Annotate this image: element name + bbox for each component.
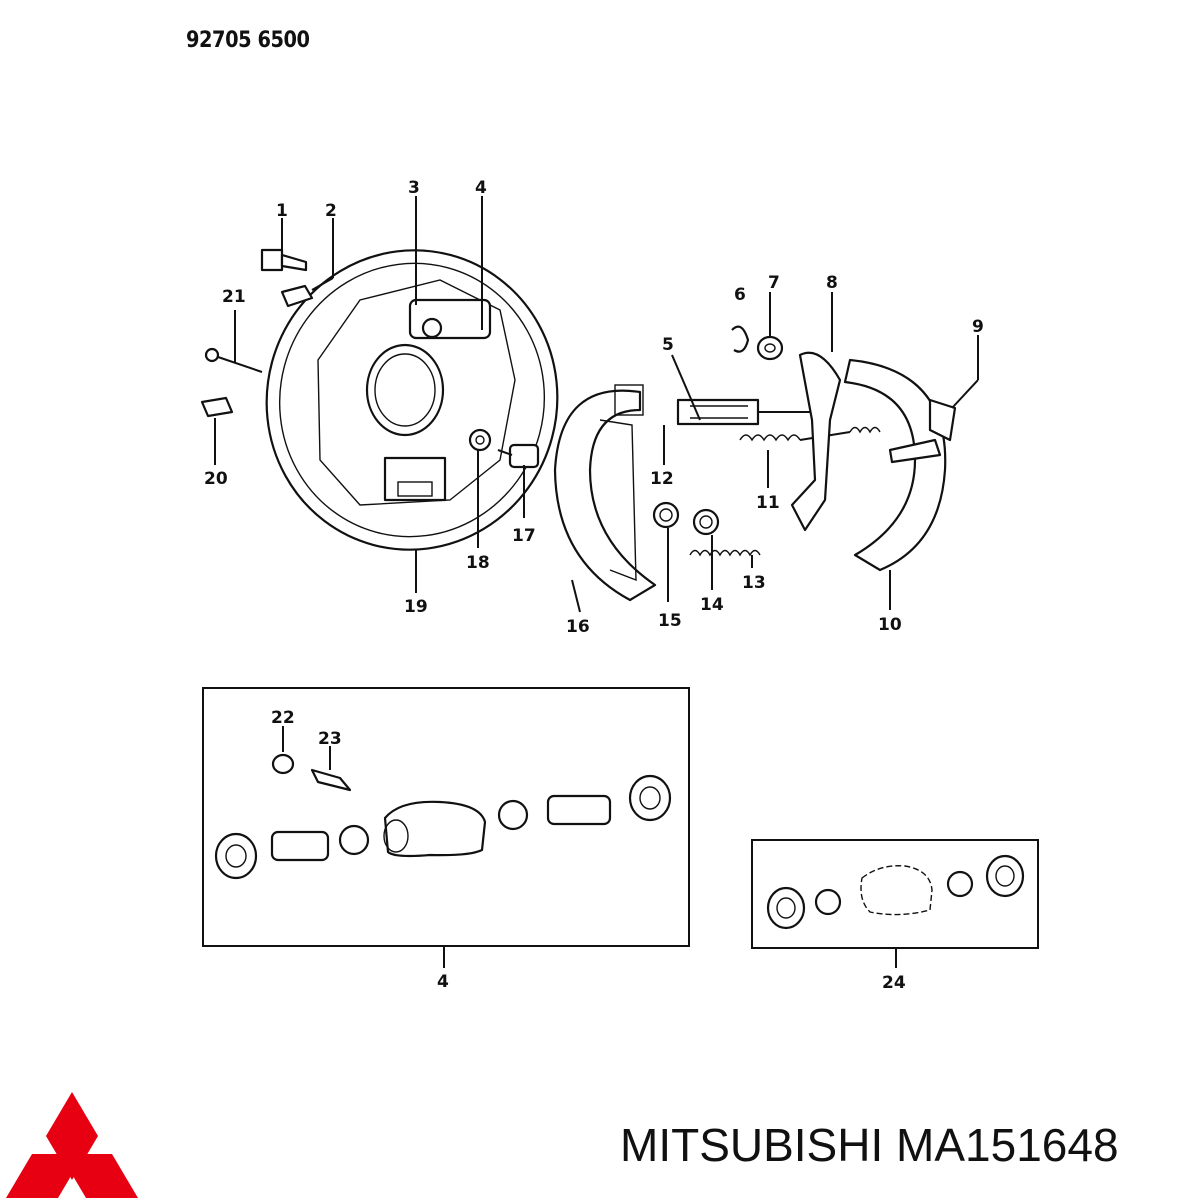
callout-4-top: 4 xyxy=(475,178,487,198)
callout-7: 7 xyxy=(768,273,780,293)
callouts-top: 1 2 3 4 21 20 18 17 19 16 5 12 6 7 8 9 1… xyxy=(204,178,984,637)
callout-6: 6 xyxy=(734,285,746,305)
callout-10: 10 xyxy=(878,615,902,635)
backing-plate xyxy=(265,249,559,551)
brand-name: MITSUBISHI xyxy=(620,1119,884,1171)
adjuster-assembly xyxy=(676,398,810,426)
callout-12: 12 xyxy=(650,469,674,489)
repair-kit-box: 24 xyxy=(751,839,1039,993)
callout-11: 11 xyxy=(756,493,780,513)
callout-8: 8 xyxy=(826,273,838,293)
callout-5: 5 xyxy=(662,335,674,355)
grommet-part xyxy=(200,396,234,418)
brand-part-number: MITSUBISHI MA151648 xyxy=(620,1118,1119,1172)
callout-13: 13 xyxy=(742,573,766,593)
callout-1: 1 xyxy=(276,201,288,221)
parking-lever xyxy=(928,398,957,442)
callout-9: 9 xyxy=(972,317,984,337)
document-code: 92705 6500 xyxy=(186,28,310,53)
pin-part xyxy=(204,347,263,373)
upper-spring xyxy=(739,426,881,442)
callout-23: 23 xyxy=(318,729,342,749)
callout-21: 21 xyxy=(222,287,246,307)
callout-18: 18 xyxy=(466,553,490,573)
brake-shoe-right xyxy=(843,358,947,572)
spring-cup-part xyxy=(652,501,680,529)
callout-16: 16 xyxy=(566,617,590,637)
wheel-cylinder-kit-box: 22 23 4 xyxy=(202,687,690,992)
lever-part xyxy=(790,351,842,532)
callout-22: 22 xyxy=(271,708,295,728)
lower-spring xyxy=(689,549,761,557)
part-number: MA151648 xyxy=(896,1119,1119,1171)
callout-2: 2 xyxy=(325,201,337,221)
brake-shoe-left xyxy=(553,384,657,602)
callout-20: 20 xyxy=(204,469,228,489)
callout-3: 3 xyxy=(408,178,420,198)
bolt-part xyxy=(260,248,308,272)
callout-14: 14 xyxy=(700,595,724,615)
plug-part xyxy=(280,284,314,308)
clip-part xyxy=(731,325,750,353)
callout-24: 24 xyxy=(882,973,906,993)
callout-4-box: 4 xyxy=(437,972,449,992)
callout-17: 17 xyxy=(512,526,536,546)
retainer-part xyxy=(692,508,720,536)
mitsubishi-logo xyxy=(6,1092,138,1198)
washer-part-2 xyxy=(756,335,784,361)
washer-part xyxy=(468,428,492,452)
callout-19: 19 xyxy=(404,597,428,617)
callout-15: 15 xyxy=(658,611,682,631)
